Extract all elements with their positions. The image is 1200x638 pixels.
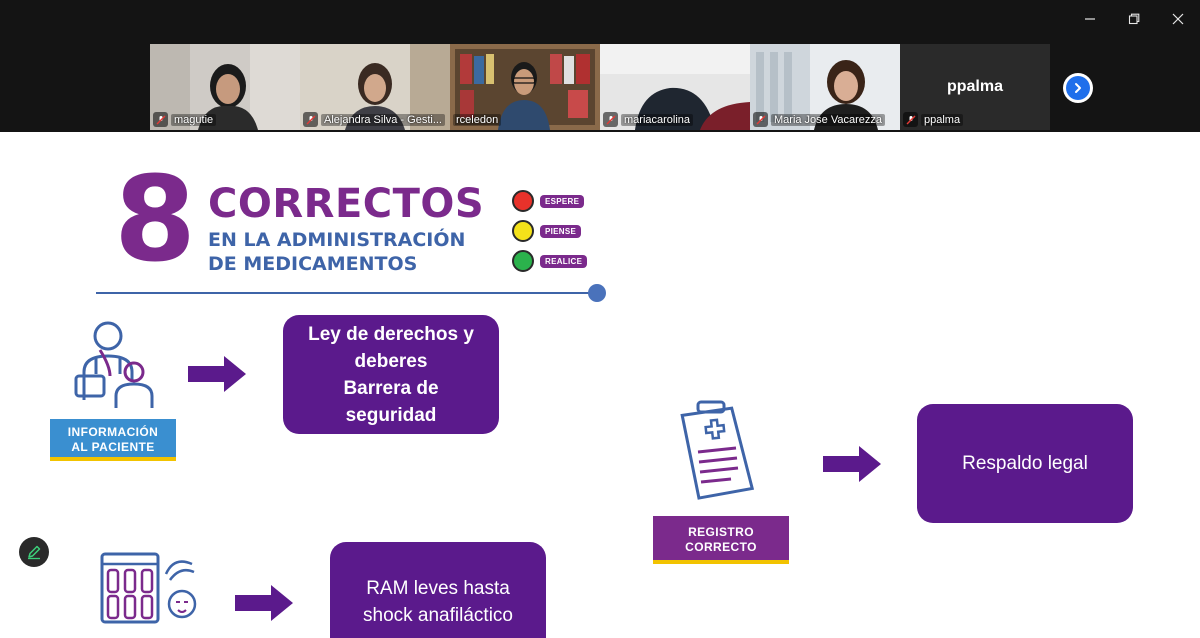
- mic-muted-icon: [753, 112, 768, 127]
- red-light-icon: [512, 190, 534, 212]
- divider-line: [96, 292, 596, 294]
- video-feed: [300, 44, 450, 130]
- minimize-icon[interactable]: [1068, 0, 1112, 38]
- logo-number: 8: [114, 150, 197, 288]
- mic-muted-icon: [303, 112, 318, 127]
- chevron-right-icon: [1066, 76, 1090, 100]
- video-feed: [450, 44, 600, 130]
- yellow-light-icon: [512, 220, 534, 242]
- doctor-patient-icon: [74, 321, 154, 408]
- video-feed: [600, 44, 750, 130]
- participant-name: Alejandra Silva - Gesti...: [321, 113, 445, 126]
- traffic-light: ESPERE PIENSE REALICE: [512, 190, 602, 272]
- badge-line: REGISTRO: [688, 525, 754, 539]
- logo-subtitle-line1: EN LA ADMINISTRACIÓN: [208, 229, 466, 251]
- signal-row: REALICE: [512, 250, 588, 272]
- participant-tile[interactable]: Alejandra Silva - Gesti...: [300, 44, 450, 130]
- divider-dot: [588, 284, 606, 302]
- clipboard-medical-icon: [680, 400, 755, 500]
- logo-subtitle-line2: DE MEDICAMENTOS: [208, 253, 418, 275]
- ram-box: RAM leves hasta shock anafiláctico: [330, 542, 546, 638]
- mic-muted-icon: [603, 112, 618, 127]
- window-controls: [1068, 0, 1200, 38]
- respaldo-box: Respaldo legal: [917, 404, 1133, 523]
- participant-tile[interactable]: Maria Jose Vacarezza: [750, 44, 900, 130]
- participant-name: ppalma: [921, 113, 964, 126]
- video-feed: [150, 44, 300, 130]
- green-light-icon: [512, 250, 534, 272]
- signal-label: PIENSE: [540, 224, 582, 238]
- arrow-right-icon: [188, 356, 246, 392]
- box-line: deberes: [354, 350, 428, 372]
- strip-next-button[interactable]: [1063, 73, 1093, 103]
- arrow-right-icon: [823, 446, 881, 482]
- box-line: shock anafiláctico: [363, 604, 513, 626]
- logo-title: CORRECTOS: [208, 181, 485, 227]
- signal-row: PIENSE: [512, 220, 582, 242]
- video-feed: [750, 44, 900, 130]
- box-line: seguridad: [345, 404, 437, 426]
- video-strip: magutie Alejandra Silva - Gesti...: [150, 44, 1050, 130]
- restore-icon[interactable]: [1112, 0, 1156, 38]
- box-line: RAM leves hasta: [366, 577, 510, 599]
- close-icon[interactable]: [1156, 0, 1200, 38]
- signal-row: ESPERE: [512, 190, 585, 212]
- arrow-right-icon: [235, 585, 293, 621]
- participant-name: mariacarolina: [621, 113, 694, 126]
- participant-name: Maria Jose Vacarezza: [771, 113, 886, 126]
- participant-bar: magutie Alejandra Silva - Gesti...: [0, 0, 1200, 132]
- pen-icon: [28, 545, 41, 560]
- registro-correcto-badge: REGISTRO CORRECTO: [653, 516, 789, 564]
- box-line: Respaldo legal: [962, 453, 1088, 474]
- vials-allergy-icon: [100, 552, 197, 624]
- signal-label: REALICE: [540, 254, 588, 268]
- annotate-button[interactable]: [19, 537, 49, 567]
- info-paciente-badge: INFORMACIÓN AL PACIENTE: [50, 419, 176, 461]
- participant-name: magutie: [171, 113, 217, 126]
- derechos-box: Ley de derechos y deberes Barrera de seg…: [283, 315, 499, 434]
- participant-tile[interactable]: magutie: [150, 44, 300, 130]
- shared-slide: 8 CORRECTOS EN LA ADMINISTRACIÓN DE MEDI…: [0, 132, 1200, 638]
- box-line: Barrera de: [343, 377, 439, 399]
- participant-name: rceledon: [453, 113, 502, 126]
- participant-tile[interactable]: mariacarolina: [600, 44, 750, 130]
- logo-subtitle: EN LA ADMINISTRACIÓN DE MEDICAMENTOS: [208, 228, 465, 276]
- box-line: Ley de derechos y: [308, 323, 474, 345]
- mic-muted-icon: [153, 112, 168, 127]
- badge-line: INFORMACIÓN: [67, 425, 159, 439]
- participant-tile[interactable]: ppalma ppalma: [900, 44, 1050, 130]
- participant-display-name: ppalma: [946, 78, 1003, 95]
- mic-muted-icon: [903, 112, 918, 127]
- participant-tile-active[interactable]: rceledon: [450, 44, 600, 130]
- badge-line: AL PACIENTE: [71, 440, 155, 454]
- badge-line: CORRECTO: [685, 540, 757, 554]
- signal-label: ESPERE: [540, 194, 585, 208]
